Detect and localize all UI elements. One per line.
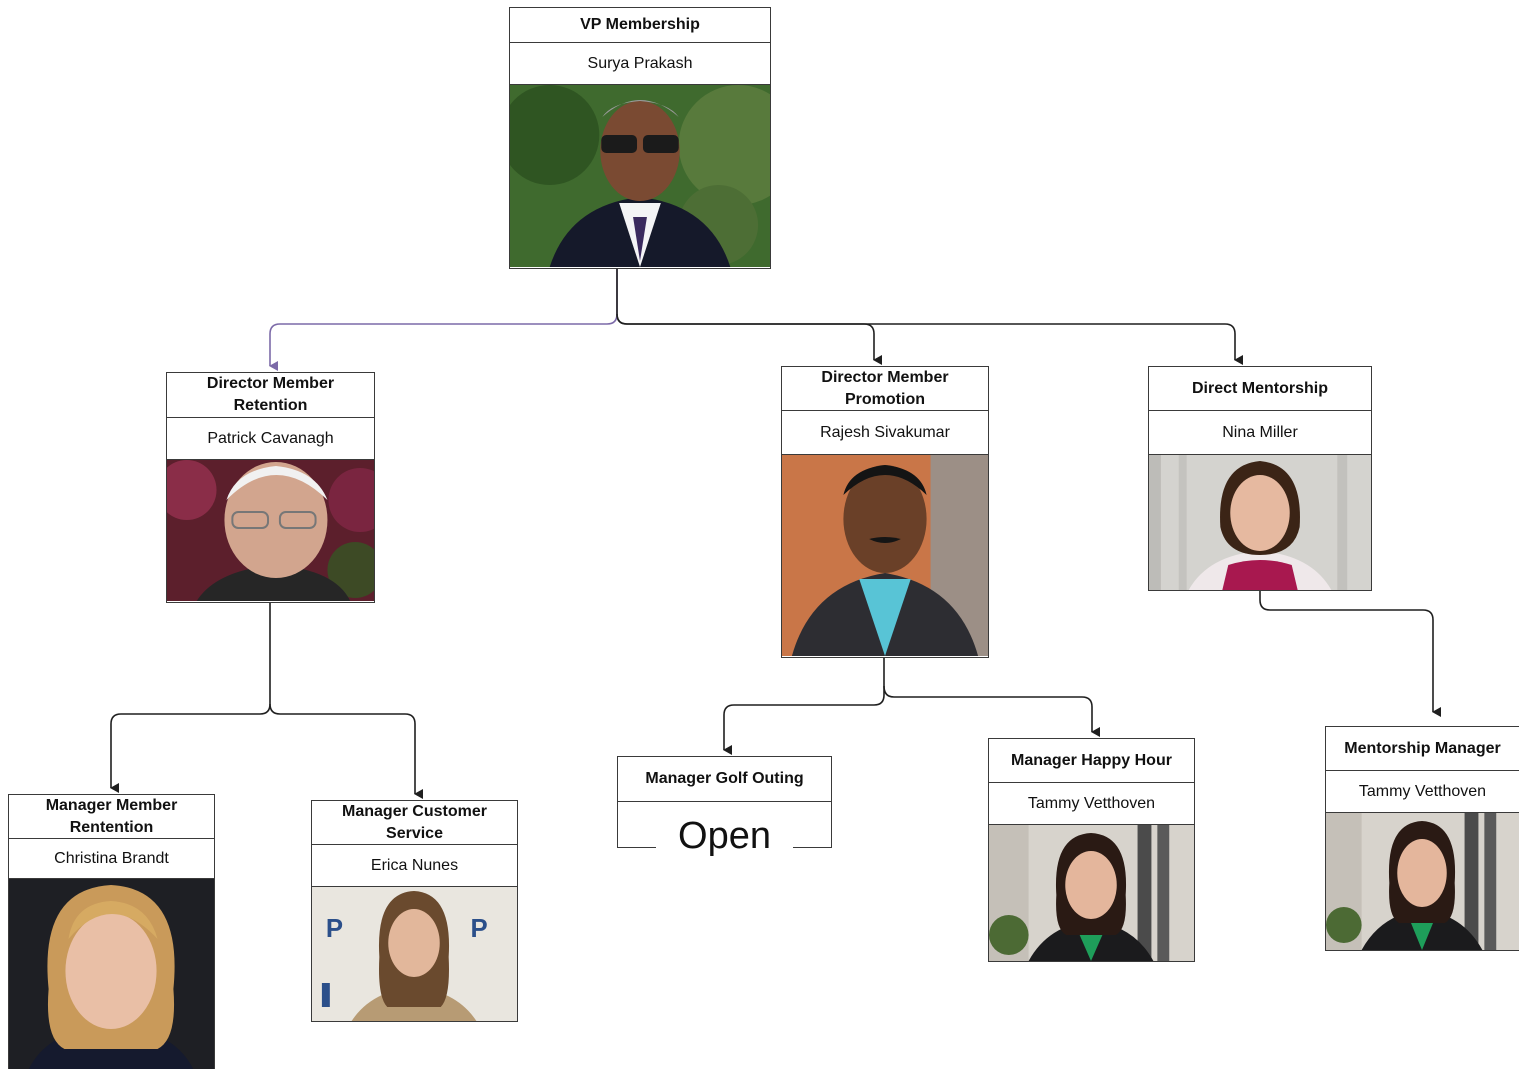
- node-person-name: Tammy Vetthoven: [1326, 771, 1519, 813]
- svg-text:P: P: [470, 915, 487, 943]
- open-position-label: Open: [678, 815, 771, 857]
- node-person-name: Surya Prakash: [510, 43, 770, 85]
- portrait-photo: [1149, 455, 1371, 590]
- node-person-name: Nina Miller: [1149, 411, 1371, 455]
- node-direct-mentorship: Direct Mentorship Nina Miller: [1148, 366, 1372, 591]
- node-title: Mentorship Manager: [1326, 727, 1519, 771]
- node-body: Open: [617, 802, 832, 856]
- node-person-name: Tammy Vetthoven: [989, 783, 1194, 825]
- node-title: Director Member Retention: [167, 373, 374, 418]
- node-title: Manager Customer Service: [312, 801, 517, 845]
- node-title: VP Membership: [510, 8, 770, 43]
- node-title: Manager Member Rentention: [9, 795, 214, 839]
- portrait-photo: [167, 460, 374, 601]
- connector-vp-retention: [269, 268, 618, 371]
- svg-text:P: P: [326, 915, 343, 943]
- node-director-member-retention: Director Member Retention Patrick Cavana…: [166, 372, 375, 603]
- node-person-name: Patrick Cavanagh: [167, 418, 374, 460]
- node-director-member-promotion: Director Member Promotion Rajesh Sivakum…: [781, 366, 989, 658]
- connector-promotion-happyhour: [883, 685, 1100, 737]
- node-title: Director Member Promotion: [782, 367, 988, 411]
- connector-retention-customer: [269, 703, 423, 799]
- node-person-name: Rajesh Sivakumar: [782, 411, 988, 455]
- node-mentorship-manager: Mentorship Manager Tammy Vetthoven: [1325, 726, 1519, 951]
- node-title: Direct Mentorship: [1149, 367, 1371, 411]
- node-manager-customer-service: Manager Customer Service Erica Nunes P P: [311, 800, 518, 1022]
- node-manager-member-rentention: Manager Member Rentention Christina Bran…: [8, 794, 215, 1069]
- node-title: Manager Happy Hour: [989, 739, 1194, 783]
- portrait-photo: [989, 825, 1194, 961]
- connector-mentorship-manager: [1259, 591, 1441, 717]
- node-person-name: Erica Nunes: [312, 845, 517, 887]
- portrait-photo: [9, 879, 214, 1069]
- portrait-photo: [1326, 813, 1519, 950]
- node-vp-membership: VP Membership Surya Prakash: [509, 7, 771, 269]
- portrait-photo: [510, 85, 770, 267]
- connector-vp-mentorship: [616, 313, 1243, 365]
- node-person-name: Christina Brandt: [9, 839, 214, 879]
- node-manager-golf-outing: Manager Golf Outing Open: [617, 756, 832, 856]
- portrait-photo: P P: [312, 887, 517, 1021]
- connector-promotion-golf: [723, 658, 885, 755]
- portrait-photo: [782, 455, 988, 656]
- connector-retention-rentention: [110, 603, 271, 793]
- node-title: Manager Golf Outing: [617, 756, 832, 802]
- node-manager-happy-hour: Manager Happy Hour Tammy Vetthoven: [988, 738, 1195, 962]
- connector-vp-promotion: [616, 268, 882, 365]
